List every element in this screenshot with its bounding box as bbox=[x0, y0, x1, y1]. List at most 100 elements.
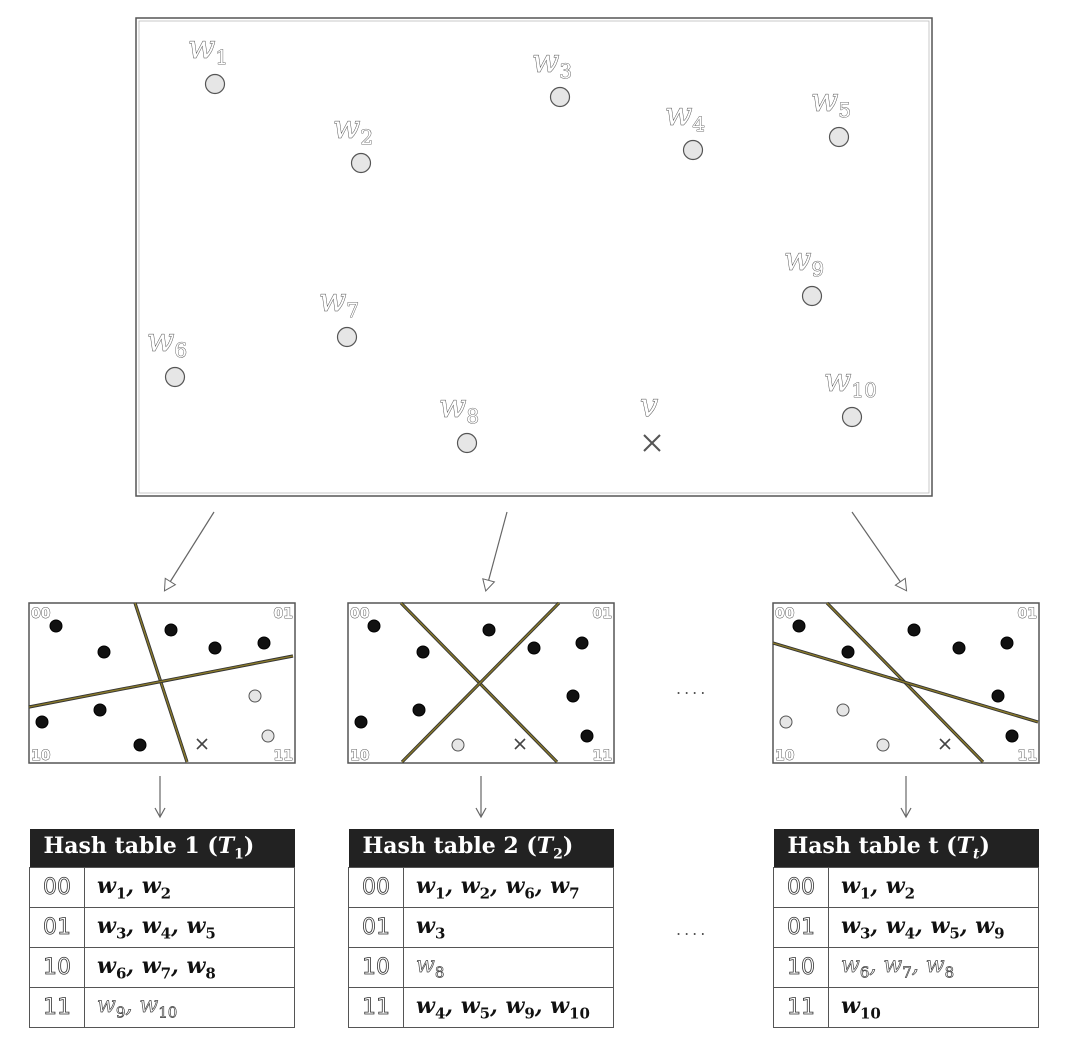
point-same-bucket bbox=[1000, 636, 1014, 650]
point-same-bucket bbox=[208, 641, 222, 655]
bucket-code-bl: 10 bbox=[775, 748, 795, 764]
arrow-to-partition-2 bbox=[482, 511, 508, 592]
point-same-bucket bbox=[97, 645, 111, 659]
point-same-bucket bbox=[257, 636, 271, 650]
bucket-values: w8 bbox=[403, 947, 614, 988]
bucket-code-tr: 01 bbox=[1018, 606, 1037, 622]
bucket-code-br: 11 bbox=[274, 748, 293, 764]
point-same-bucket bbox=[527, 641, 541, 655]
partition-ellipsis: .... bbox=[676, 679, 708, 698]
point-same-bucket bbox=[792, 619, 806, 633]
point-w8 bbox=[456, 432, 478, 454]
query-marker bbox=[514, 738, 526, 750]
point-w10 bbox=[841, 406, 863, 428]
point-same-bucket bbox=[952, 641, 966, 655]
bucket-code-tr: 01 bbox=[274, 606, 293, 622]
bucket-code: 00 bbox=[348, 867, 404, 908]
point-other-bucket bbox=[261, 729, 275, 743]
table-ellipsis: .... bbox=[676, 920, 709, 939]
bucket-code: 00 bbox=[29, 867, 85, 908]
bucket-code: 01 bbox=[348, 907, 404, 948]
point-other-bucket bbox=[248, 689, 262, 703]
arrow-to-partition-1 bbox=[163, 511, 215, 592]
point-w2 bbox=[350, 152, 372, 174]
bucket-values: w6, w7, w8 bbox=[84, 947, 295, 988]
point-label-w8: w8 bbox=[439, 387, 479, 428]
point-same-bucket bbox=[412, 703, 426, 717]
bucket-code: 01 bbox=[773, 907, 829, 948]
point-same-bucket bbox=[907, 623, 921, 637]
bucket-values: w1, w2, w6, w7 bbox=[403, 867, 614, 908]
bucket-code-br: 11 bbox=[593, 748, 612, 764]
bucket-values: w3 bbox=[403, 907, 614, 948]
bucket-code-bl: 10 bbox=[31, 748, 51, 764]
point-label-w6: w6 bbox=[147, 321, 187, 362]
bucket-values: w9, w10 bbox=[84, 987, 295, 1028]
query-marker bbox=[196, 738, 208, 750]
point-same-bucket bbox=[49, 619, 63, 633]
point-w7 bbox=[336, 326, 358, 348]
point-label-w3: w3 bbox=[532, 42, 572, 83]
bucket-code: 11 bbox=[348, 987, 404, 1028]
query-point-v bbox=[643, 434, 661, 452]
point-same-bucket bbox=[575, 636, 589, 650]
bucket-values: w1, w2 bbox=[84, 867, 295, 908]
point-w6 bbox=[164, 366, 186, 388]
bucket-values: w10 bbox=[828, 987, 1039, 1028]
bucket-values: w3, w4, w5 bbox=[84, 907, 295, 948]
hash-table-title: Hash table t (Tt) bbox=[773, 829, 1039, 868]
point-same-bucket bbox=[93, 703, 107, 717]
bucket-code-br: 11 bbox=[1018, 748, 1037, 764]
bucket-code: 00 bbox=[773, 867, 829, 908]
point-w9 bbox=[801, 285, 823, 307]
query-marker bbox=[939, 738, 951, 750]
point-same-bucket bbox=[164, 623, 178, 637]
point-same-bucket bbox=[35, 715, 49, 729]
point-other-bucket bbox=[779, 715, 793, 729]
point-label-w1: w1 bbox=[188, 28, 228, 69]
point-other-bucket bbox=[451, 738, 465, 752]
bucket-values: w6, w7, w8 bbox=[828, 947, 1039, 988]
point-same-bucket bbox=[416, 645, 430, 659]
bucket-code: 10 bbox=[348, 947, 404, 988]
bucket-code-tl: 00 bbox=[31, 606, 51, 622]
hash-table-title: Hash table 1 (T1) bbox=[29, 829, 295, 868]
point-label-w7: w7 bbox=[319, 281, 359, 322]
point-same-bucket bbox=[354, 715, 368, 729]
bucket-values: w4, w5, w9, w10 bbox=[403, 987, 614, 1028]
hash-table-title: Hash table 2 (T2) bbox=[348, 829, 614, 868]
point-w5 bbox=[828, 126, 850, 148]
bucket-values: w3, w4, w5, w9 bbox=[828, 907, 1039, 948]
point-label-w4: w4 bbox=[665, 95, 705, 136]
bucket-code: 10 bbox=[773, 947, 829, 988]
bucket-code-bl: 10 bbox=[350, 748, 370, 764]
point-other-bucket bbox=[876, 738, 890, 752]
point-same-bucket bbox=[991, 689, 1005, 703]
main-plot-frame bbox=[135, 17, 933, 497]
bucket-code: 01 bbox=[29, 907, 85, 948]
point-w1 bbox=[204, 73, 226, 95]
point-w4 bbox=[682, 139, 704, 161]
point-label-w2: w2 bbox=[333, 108, 373, 149]
point-label-w9: w9 bbox=[784, 240, 824, 281]
point-same-bucket bbox=[482, 623, 496, 637]
bucket-code-tr: 01 bbox=[593, 606, 612, 622]
